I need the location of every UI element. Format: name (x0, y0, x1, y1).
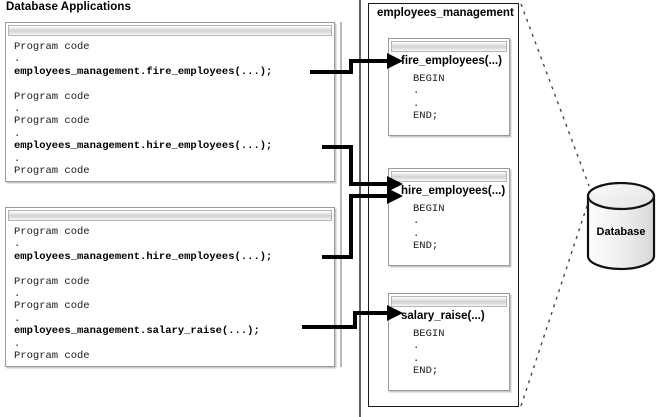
procedure-call-hire-employees[interactable]: employees_management.hire_employees(...)… (14, 250, 273, 263)
procedure-body: BEGIN..END; (413, 203, 445, 253)
database-cylinder-shape (586, 181, 656, 271)
expansion-line-top (520, 3, 590, 187)
code-line: Program code (14, 165, 90, 178)
code-line: . (413, 97, 420, 110)
code-line: BEGIN (413, 328, 445, 340)
code-line: . (413, 227, 420, 240)
procedure-window-salary-raise[interactable]: salary_raise(...) BEGIN..END; (388, 293, 510, 391)
application-1-code: Program code.employees_management.fire_e… (14, 41, 328, 177)
arrow-app2-salary-raise (302, 305, 403, 329)
code-line: . (413, 340, 420, 353)
window-title-bar (391, 296, 507, 307)
code-line: BEGIN (413, 73, 445, 85)
window-title-bar (391, 171, 507, 182)
code-line: Program code (14, 350, 90, 363)
procedure-body: BEGIN..END; (413, 328, 445, 378)
application-window-1[interactable]: Program code.employees_management.fire_e… (5, 22, 335, 182)
procedure-call-salary-raise[interactable]: employees_management.salary_raise(...); (14, 325, 260, 338)
code-line: . (14, 103, 21, 116)
procedure-window-fire-employees[interactable]: fire_employees(...) BEGIN..END; (388, 38, 510, 136)
code-line: . (413, 215, 420, 228)
application-window-2[interactable]: Program code.employees_management.hire_e… (5, 207, 335, 367)
code-line: . (14, 312, 21, 325)
application-2-code: Program code.employees_management.hire_e… (14, 226, 328, 362)
arrow-app1-hire-employees (322, 145, 403, 192)
window-title-bar (391, 41, 507, 52)
code-line: BEGIN (413, 203, 445, 215)
code-line: Program code (14, 275, 90, 288)
expansion-line-bottom (520, 199, 590, 407)
code-line: Program code (14, 90, 90, 103)
code-line: . (413, 85, 420, 98)
database-cylinder[interactable]: Database (585, 181, 657, 272)
procedure-call-hire-employees[interactable]: employees_management.hire_employees(...)… (14, 140, 273, 153)
arrow-app1-fire-employees (310, 53, 403, 74)
procedure-name: salary_raise(...) (401, 310, 485, 322)
procedure-name: fire_employees(...) (401, 55, 502, 67)
package-title: employees_management (377, 7, 514, 19)
page-title: Database Applications (6, 1, 132, 13)
code-line: END; (413, 240, 439, 253)
window-title-bar (8, 25, 332, 36)
window-title-bar (8, 210, 332, 221)
code-line: . (14, 337, 21, 350)
database-label: Database (596, 226, 646, 238)
procedure-name: hire_employees(...) (401, 185, 506, 197)
procedure-call-fire-employees[interactable]: employees_management.fire_employees(...)… (14, 65, 273, 78)
code-line: . (413, 352, 420, 365)
code-line: END; (413, 365, 439, 378)
code-line: Program code (14, 41, 90, 53)
code-line: . (14, 53, 21, 66)
procedure-window-hire-employees[interactable]: hire_employees(...) BEGIN..END; (388, 168, 510, 266)
code-line: Program code (14, 226, 90, 238)
code-line: END; (413, 110, 439, 123)
code-line: Program code (14, 115, 90, 128)
arrow-app2-hire-employees (322, 188, 403, 259)
procedure-body: BEGIN..END; (413, 73, 445, 123)
code-line: . (14, 152, 21, 165)
code-line: . (14, 238, 21, 251)
code-line: . (14, 127, 21, 140)
code-line: Program code (14, 300, 90, 313)
code-line: . (14, 288, 21, 301)
